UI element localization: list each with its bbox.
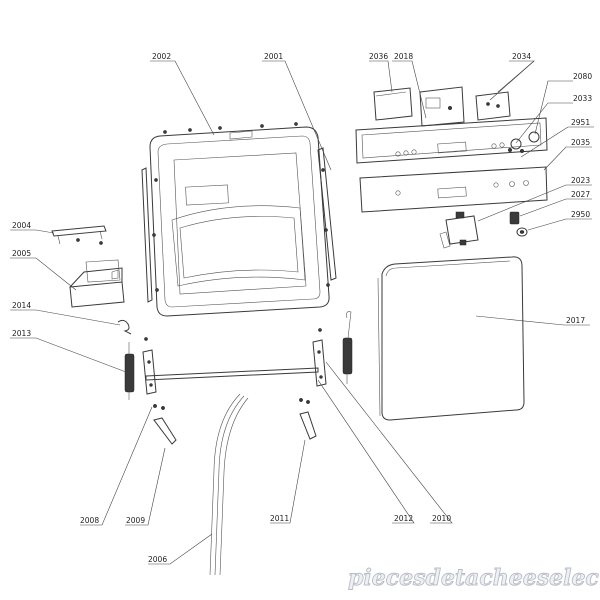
watermark: piecesdetacheeselec.com <box>348 565 600 591</box>
callout-2012: 2012 <box>394 514 413 523</box>
callout-2009: 2009 <box>126 516 145 525</box>
part-2017-outer-door-panel <box>377 256 525 421</box>
callout-2011: 2011 <box>270 514 289 523</box>
callout-2002: 2002 <box>152 52 171 61</box>
callout-2951: 2951 <box>571 118 590 127</box>
part-2027-switch <box>509 211 520 225</box>
callout-2017: 2017 <box>566 316 585 325</box>
callout-2033: 2033 <box>573 94 592 103</box>
part-2035-panel-trim <box>359 166 548 213</box>
part-2012-hinge-rod-assembly <box>142 328 327 395</box>
callout-2008: 2008 <box>80 516 99 525</box>
part-2009-hinge-arm-left <box>153 404 177 445</box>
callout-2001: 2001 <box>264 52 283 61</box>
part-2013-hinge-spring-left <box>124 342 135 400</box>
part-2023-door-latch <box>439 211 479 249</box>
part-2011-hinge-arm-right <box>299 398 317 440</box>
callout-2036: 2036 <box>369 52 388 61</box>
part-2005-handle-box <box>69 259 125 308</box>
callout-2023: 2023 <box>571 176 590 185</box>
callout-2004: 2004 <box>12 221 31 230</box>
callout-2005: 2005 <box>12 249 31 258</box>
part-2006-cable-harness <box>209 393 249 576</box>
callout-2014: 2014 <box>12 301 31 310</box>
callout-2013: 2013 <box>12 329 31 338</box>
part-2018-control-board <box>419 86 465 127</box>
part-2034-board <box>475 91 511 121</box>
part-2002-inner-door-frame <box>149 126 330 317</box>
callout-2010: 2010 <box>432 514 451 523</box>
callout-2006: 2006 <box>148 555 167 564</box>
callout-2950: 2950 <box>571 210 590 219</box>
part-2014-clip <box>117 319 132 335</box>
callout-2027: 2027 <box>571 190 590 199</box>
part-2950-knob <box>516 227 528 237</box>
part-2036-board <box>373 87 413 121</box>
callout-2018: 2018 <box>394 52 413 61</box>
frame-screws <box>152 122 330 292</box>
callout-2034: 2034 <box>512 52 531 61</box>
part-2001-door-seal-strips <box>141 147 337 303</box>
part-2004-bracket <box>51 225 107 245</box>
hinge-spring-right <box>342 311 353 384</box>
control-panel-front <box>355 117 548 164</box>
callout-labels: 2002 2001 2036 2018 2034 2080 2033 2951 … <box>12 52 592 564</box>
leader-lines <box>10 60 594 565</box>
callout-2035: 2035 <box>571 138 590 147</box>
callout-2080: 2080 <box>573 72 592 81</box>
